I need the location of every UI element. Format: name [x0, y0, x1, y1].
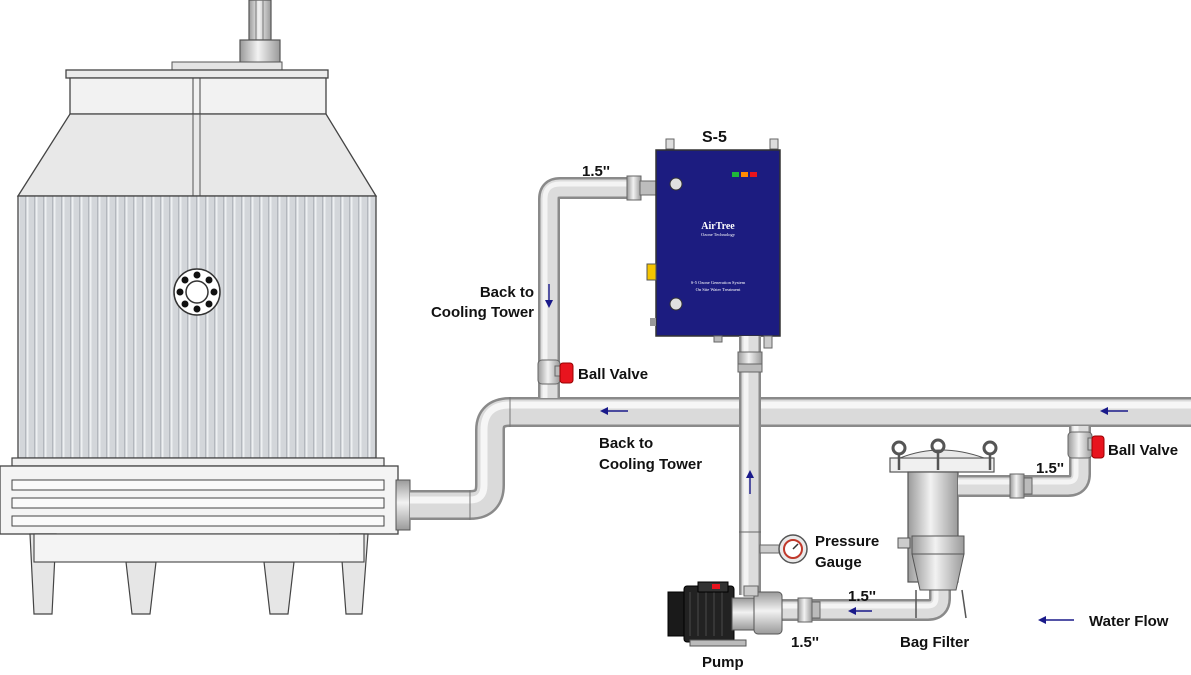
flow-arrow-return-down — [545, 284, 553, 308]
pipe-size-right-label: 1.5'' — [1036, 460, 1064, 477]
s5-ozone-unit — [646, 138, 781, 349]
pipe-size-lower-bottom-label: 1.5'' — [791, 634, 819, 651]
back-to-tower-label-mid-1: Back to — [599, 435, 653, 452]
back-to-tower-label-left-1: Back to — [480, 284, 534, 301]
pressure-gauge — [759, 534, 808, 564]
panel-system-line-2: On Site Water Treatment — [696, 287, 741, 292]
ball-valve-right[interactable] — [1067, 431, 1105, 459]
filter-bypass-pipe — [958, 426, 1091, 499]
s5-return-pipe — [538, 175, 657, 398]
ball-valve-left-label: Ball Valve — [578, 366, 648, 383]
bag-filter-label: Bag Filter — [900, 634, 969, 651]
pump-label: Pump — [702, 654, 744, 671]
water-flow-legend-label: Water Flow — [1089, 613, 1169, 630]
cooling-tower — [0, 0, 411, 615]
panel-system-line-1: S-5 Ozone Generation System — [691, 280, 746, 285]
pipe-size-upper-bottom-label: 1.5'' — [848, 588, 876, 605]
ball-valve-right-label: Ball Valve — [1108, 442, 1178, 459]
flow-arrow-main-left — [600, 407, 628, 415]
pump — [667, 581, 783, 647]
flow-arrow-main-right — [1100, 407, 1128, 415]
legend-water-flow-arrow — [1038, 616, 1074, 624]
pipe-size-top-label: 1.5'' — [582, 163, 610, 180]
bag-filter — [889, 438, 998, 619]
pressure-gauge-label-2: Gauge — [815, 554, 862, 571]
panel-brand-sub: Ozone Technology — [701, 232, 736, 237]
panel-brand: AirTree — [701, 221, 735, 232]
pressure-gauge-label-1: Pressure — [815, 533, 879, 550]
feed-riser-pipe — [737, 336, 763, 595]
unit-name-label: S-5 — [702, 129, 727, 146]
flow-arrow-riser-up — [746, 470, 754, 494]
back-to-tower-label-mid-2: Cooling Tower — [599, 456, 702, 473]
flow-arrows — [545, 284, 1128, 624]
back-to-tower-label-left-2: Cooling Tower — [431, 304, 534, 321]
ball-valve-left[interactable] — [537, 359, 574, 385]
pump-suction-pipe — [780, 580, 951, 623]
flow-arrow-suction — [848, 607, 872, 615]
main-return-pipe — [410, 397, 1191, 520]
